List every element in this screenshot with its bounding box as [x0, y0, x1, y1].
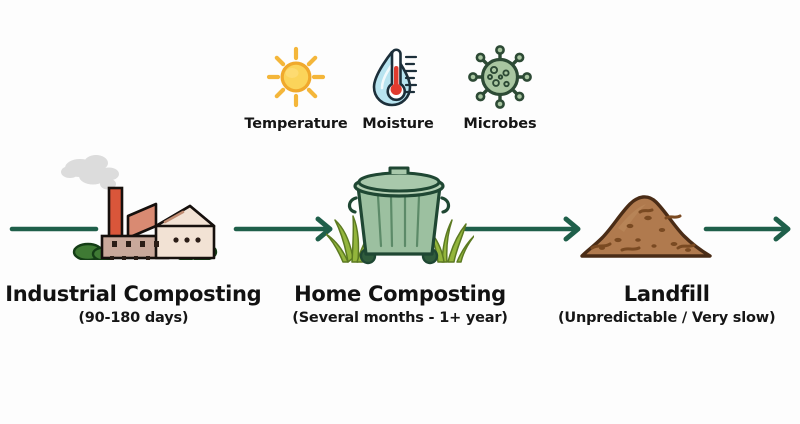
composting-factors-group: Temperature — [244, 44, 548, 144]
stage-duration-landfill: (Unpredictable / Very slow) — [557, 310, 776, 327]
stage-landfill: Landfill (Unpredictable / Very slow) — [533, 282, 800, 326]
factor-moisture: Moisture — [350, 44, 446, 132]
stage-duration-industrial-composting: (90-180 days) — [78, 310, 189, 327]
stage-home-composting: Home Composting (Several months - 1+ yea… — [267, 282, 534, 326]
factory-icon — [52, 148, 228, 264]
factor-temperature: Temperature — [244, 44, 348, 132]
factor-microbes: Microbes — [452, 44, 548, 132]
thermometer-droplet-icon — [370, 44, 426, 110]
arrowhead-to-home — [315, 216, 333, 242]
trash-bin-icon — [325, 162, 475, 270]
stage-captions-row: Industrial Composting (90-180 days) Home… — [0, 282, 800, 326]
smoke-cloud — [61, 155, 119, 190]
factor-label-microbes: Microbes — [463, 116, 537, 132]
arrowhead-outflow — [773, 216, 791, 242]
stage-title-industrial-composting: Industrial Composting — [5, 282, 262, 306]
sun-icon — [261, 44, 331, 110]
arrowhead-to-landfill — [563, 216, 581, 242]
stage-title-home-composting: Home Composting — [294, 282, 506, 306]
microbe-icon — [468, 44, 532, 110]
stage-title-landfill: Landfill — [623, 282, 710, 306]
stage-duration-home-composting: (Several months - 1+ year) — [292, 310, 508, 327]
stage-industrial-composting: Industrial Composting (90-180 days) — [0, 282, 267, 326]
factor-label-moisture: Moisture — [362, 116, 434, 132]
process-flow-arrows — [9, 216, 791, 242]
dirt-pile-icon — [578, 186, 714, 266]
factor-label-temperature: Temperature — [244, 116, 348, 132]
